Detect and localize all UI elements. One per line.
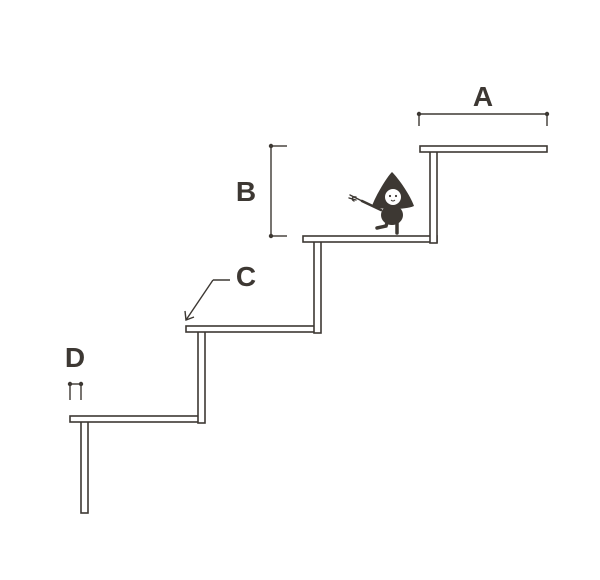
riser-bottom	[80, 419, 89, 514]
label-a: A	[473, 81, 493, 112]
label-d: D	[65, 342, 85, 373]
dimension-d	[67, 381, 84, 400]
riser-step-4	[429, 149, 438, 244]
pointer-c	[184, 279, 230, 321]
tread-top	[419, 145, 548, 153]
dimension-b	[268, 143, 287, 239]
riser-step-3	[313, 238, 322, 334]
dimension-a	[416, 111, 550, 126]
character-face	[385, 189, 401, 205]
tread-step-2	[185, 325, 321, 333]
label-c: C	[236, 261, 256, 292]
staircase	[69, 145, 548, 514]
triangle-hooded-character-icon	[348, 172, 414, 235]
tread-step-1	[69, 415, 205, 423]
riser-step-2	[197, 328, 206, 424]
label-b: B	[236, 176, 256, 207]
tread-step-3	[302, 235, 438, 243]
